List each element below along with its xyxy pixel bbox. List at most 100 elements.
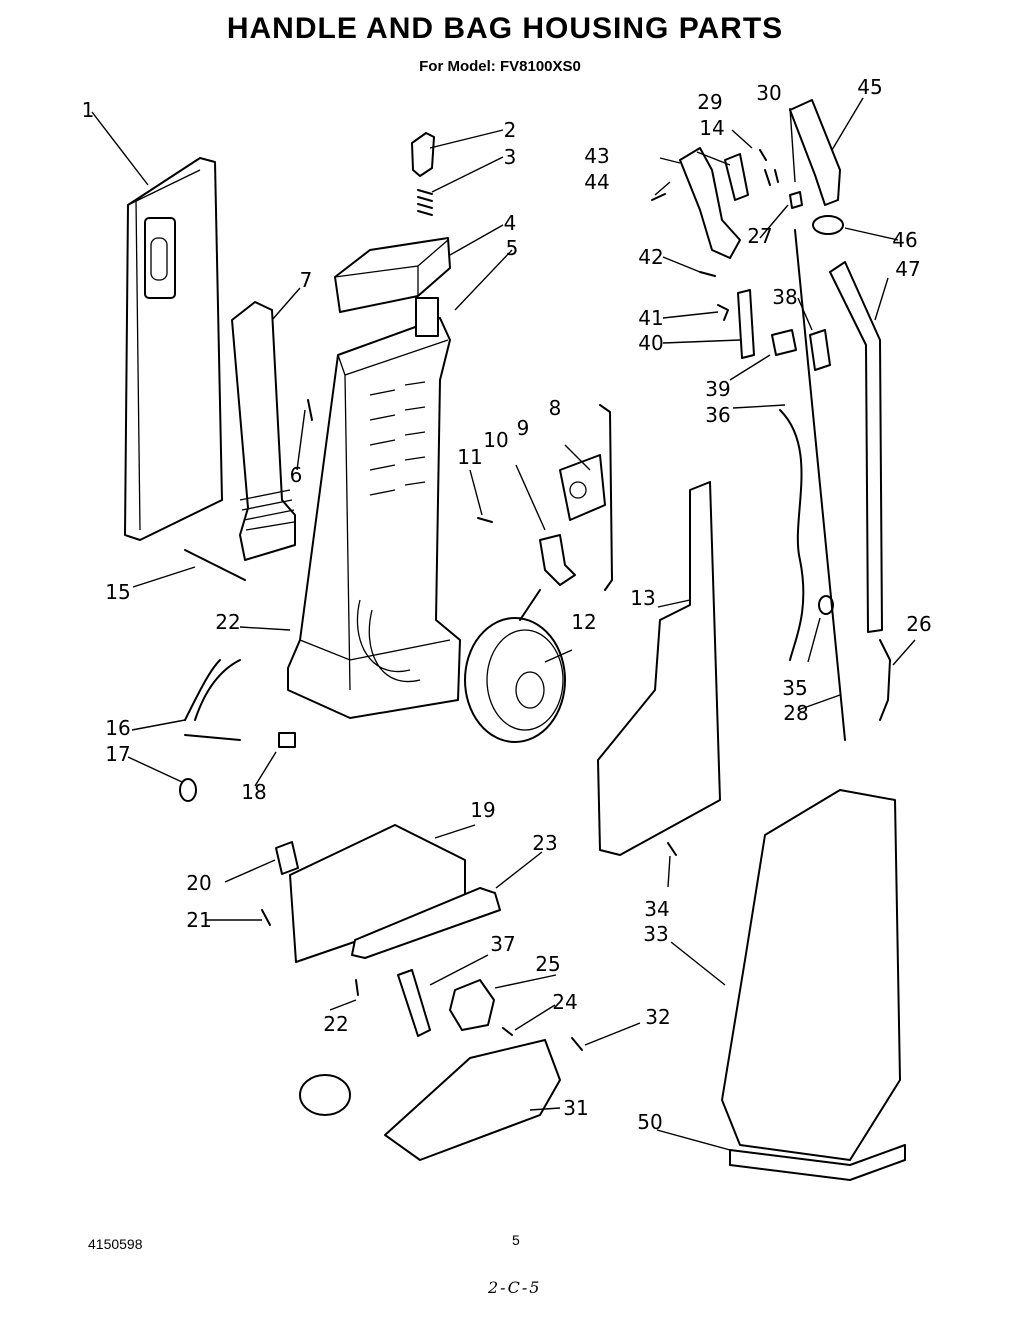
callout-6: 6 [289, 463, 303, 487]
part-37-belt [397, 969, 431, 1037]
callout-15: 15 [105, 580, 131, 604]
handwritten-note: 2-C-5 [488, 1278, 542, 1297]
callout-11: 11 [457, 445, 483, 469]
callout-20: 20 [186, 871, 212, 895]
callout-29: 29 [697, 90, 723, 114]
callout-35: 35 [782, 676, 808, 700]
part-21-screw [261, 909, 271, 926]
part-35-grommet [818, 595, 834, 615]
callout-19: 19 [470, 798, 496, 822]
callout-13: 13 [630, 586, 656, 610]
callout-12: 12 [571, 610, 597, 634]
callout-31: 31 [563, 1096, 589, 1120]
callout-2: 2 [503, 118, 517, 142]
part-24-nut [502, 1027, 513, 1036]
callout-9: 9 [516, 416, 530, 440]
part-32-screw [571, 1037, 583, 1051]
part-2-knob [411, 132, 435, 177]
leader-lines [91, 97, 916, 1151]
part-44-screw [651, 193, 666, 201]
callout-25: 25 [535, 952, 561, 976]
part-5-handle-body [287, 297, 461, 719]
part-1-bag [124, 157, 223, 541]
callout-18: 18 [241, 780, 267, 804]
callout-27: 27 [747, 224, 773, 248]
callout-33: 33 [643, 922, 669, 946]
callout-37: 37 [490, 932, 516, 956]
part-41-nut [717, 304, 729, 321]
callout-43: 43 [584, 144, 610, 168]
page-title: HANDLE AND BAG HOUSING PARTS [226, 12, 784, 45]
part-25-wheel [449, 979, 495, 1031]
part-34-screw [667, 842, 677, 856]
callout-17: 17 [105, 742, 131, 766]
part-7-grip [231, 301, 296, 561]
callout-26: 26 [906, 612, 932, 636]
callout-50: 50 [637, 1110, 663, 1134]
part-38-sleeve [809, 329, 831, 371]
part-17-plug [179, 778, 197, 802]
callout-34: 34 [644, 897, 670, 921]
part-9-switch [559, 454, 606, 521]
part-27-button [789, 191, 803, 209]
part-33-bag-housing [721, 789, 901, 1161]
callout-5: 5 [505, 236, 519, 260]
callout-23: 23 [532, 831, 558, 855]
callout-30: 30 [756, 81, 782, 105]
callout-39: 39 [705, 377, 731, 401]
callout-14: 14 [699, 116, 725, 140]
callout-21: 21 [186, 908, 212, 932]
part-number: 4150598 [88, 1236, 143, 1252]
callout-41: 41 [638, 306, 664, 330]
callout-47: 47 [895, 257, 921, 281]
part-16-cord [184, 659, 241, 741]
callout-16: 16 [105, 716, 131, 740]
callout-32: 32 [645, 1005, 671, 1029]
part-45-grip [789, 99, 841, 206]
callout-22-upper: 22 [215, 610, 241, 634]
callout-7: 7 [299, 268, 313, 292]
part-14-clip [724, 153, 749, 201]
callout-40: 40 [638, 331, 664, 355]
callout-1: 1 [81, 98, 95, 122]
callout-22-lower: 22 [323, 1012, 349, 1036]
part-50-base [729, 1144, 906, 1181]
callout-28: 28 [783, 701, 809, 725]
part-47-tube [829, 261, 883, 633]
model-subtitle: For Model: FV8100XS0 [419, 58, 581, 75]
part-29-spring [759, 149, 767, 161]
page-number: 5 [512, 1232, 520, 1248]
callout-24: 24 [552, 990, 578, 1014]
part-30-pin [764, 169, 779, 186]
part-26-wire [879, 639, 891, 721]
callout-3: 3 [503, 145, 517, 169]
part-18-bumper [278, 732, 296, 748]
callout-8: 8 [548, 396, 562, 420]
callout-45: 45 [857, 75, 883, 99]
callout-10: 10 [483, 428, 509, 452]
brush-roll [299, 1074, 351, 1116]
part-40-plate [737, 289, 755, 359]
part-6-screw [307, 399, 313, 421]
part-13-panel [597, 481, 721, 856]
part-36-wire [779, 409, 805, 661]
part-3-spring [417, 189, 433, 216]
part-42-screw [699, 271, 716, 277]
callout-46: 46 [892, 228, 918, 252]
callout-42: 42 [638, 245, 664, 269]
part-22b-screw [355, 979, 359, 996]
callout-38: 38 [772, 285, 798, 309]
part-4-cover [334, 237, 451, 313]
part-39-clip [771, 329, 797, 356]
part-46-nut [812, 215, 844, 235]
part-23-bumper [351, 887, 501, 959]
callout-44: 44 [584, 170, 610, 194]
part-31-brush-cover [384, 1039, 561, 1161]
part-8-switch-plate [599, 404, 613, 591]
part-15-rod [184, 549, 246, 581]
callout-36: 36 [705, 403, 731, 427]
part-28-rod [794, 229, 846, 741]
part-11-screw [477, 517, 493, 523]
part-10-bracket [539, 534, 576, 586]
